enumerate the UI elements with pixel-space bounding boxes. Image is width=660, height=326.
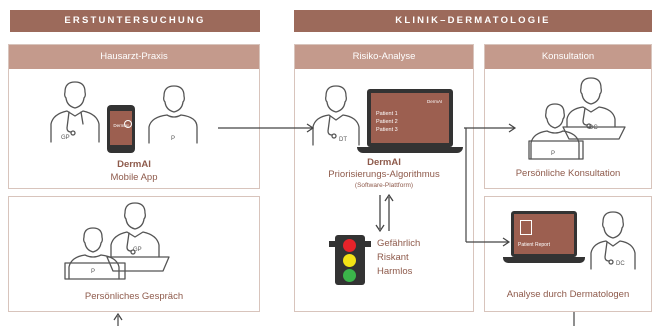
dermatology-tech-icon (312, 85, 360, 146)
bidirectional-arrows-icon (375, 193, 394, 233)
risk-level-harmless: Harmlos (377, 266, 413, 277)
report-label: Patient Report (518, 242, 550, 248)
patient-list-item: Patient 2 (376, 119, 398, 125)
gp-badge: GP (61, 135, 70, 141)
laptop-icon: DermAI Patient 1 Patient 2 Patient 3 (367, 89, 453, 147)
gp-practice-box: Hausarzt-Praxis GP DermAI P DermAI Mobil… (8, 44, 260, 189)
light-bracket (365, 241, 371, 247)
section-banner-klinik: KLINIK–DERMATOLOGIE (294, 10, 652, 32)
dermatologist-icon (590, 211, 636, 270)
phone-icon: DermAI (107, 105, 135, 153)
section-banner-erstuntersuchung: ERSTUNTERSUCHUNG (10, 10, 260, 32)
light-bracket (329, 241, 335, 247)
personal-talk-box: P GP Persönliches Gespräch (8, 196, 260, 312)
personal-talk-caption: Persönliches Gespräch (84, 291, 184, 302)
dt-badge: DT (339, 137, 347, 143)
risk-levels: Gefährlich Riskant Harmlos (377, 237, 420, 279)
patient-icon (528, 103, 584, 160)
dermatologist-caption: Analyse durch Dermatologen (506, 289, 630, 300)
laptop-base (357, 147, 463, 153)
app-subtitle: Mobile App (110, 172, 158, 183)
gp-badge: GP (133, 247, 142, 253)
red-light (343, 239, 356, 252)
risk-analysis-header: Risiko-Analyse (295, 45, 473, 69)
document-icon (520, 220, 532, 235)
patient-badge: P (551, 151, 556, 157)
app-name: DermAI (117, 159, 151, 170)
dermatologist-icon (562, 77, 626, 140)
section-title: KLINIK–DERMATOLOGIE (395, 15, 551, 26)
laptop-screen: DermAI Patient 1 Patient 2 Patient 3 (371, 93, 449, 143)
logo-circle-icon (124, 120, 132, 128)
phone-screen: DermAI (110, 111, 132, 145)
yellow-light (343, 254, 356, 267)
patient-list: Patient 1 Patient 2 Patient 3 (376, 110, 398, 134)
gp-practice-header: Hausarzt-Praxis (9, 45, 259, 69)
doctor-icon (106, 202, 170, 272)
consultation-caption: Persönliche Konsultation (515, 168, 621, 179)
patient-badge: P (171, 136, 176, 142)
consultation-header: Konsultation (485, 45, 651, 69)
algo-subtitle: Priorisierungs-Algorithmus (328, 169, 440, 180)
consultation-box: Konsultation P DC Persönliche Konsultati… (484, 44, 652, 189)
patient-badge: P (91, 269, 96, 275)
dc-badge: DC (616, 261, 625, 267)
laptop-logo: DermAI (427, 99, 443, 104)
risk-level-dangerous: Gefährlich (377, 238, 421, 249)
phone-logo: DermAI (113, 123, 129, 128)
green-light (343, 269, 356, 282)
patient-list-item: Patient 1 (376, 111, 398, 117)
algo-name: DermAI (367, 157, 401, 168)
risk-level-risky: Riskant (377, 252, 409, 263)
dc-badge: DC (589, 125, 598, 131)
section-title: ERSTUNTERSUCHUNG (64, 15, 206, 26)
patient-icon (148, 85, 198, 144)
algo-note: (Software-Plattform) (354, 182, 414, 189)
laptop-icon: Patient Report (511, 211, 577, 257)
laptop-base (503, 257, 585, 263)
patient-list-item: Patient 3 (376, 127, 398, 133)
doctor-icon (50, 81, 100, 143)
dermatologist-analysis-box: Patient Report DC Analyse durch Dermatol… (484, 196, 652, 312)
risk-analysis-box: Risiko-Analyse DT DermAI Patient 1 Patie… (294, 44, 474, 312)
traffic-light-icon (335, 235, 365, 285)
laptop-screen: Patient Report (514, 214, 574, 254)
